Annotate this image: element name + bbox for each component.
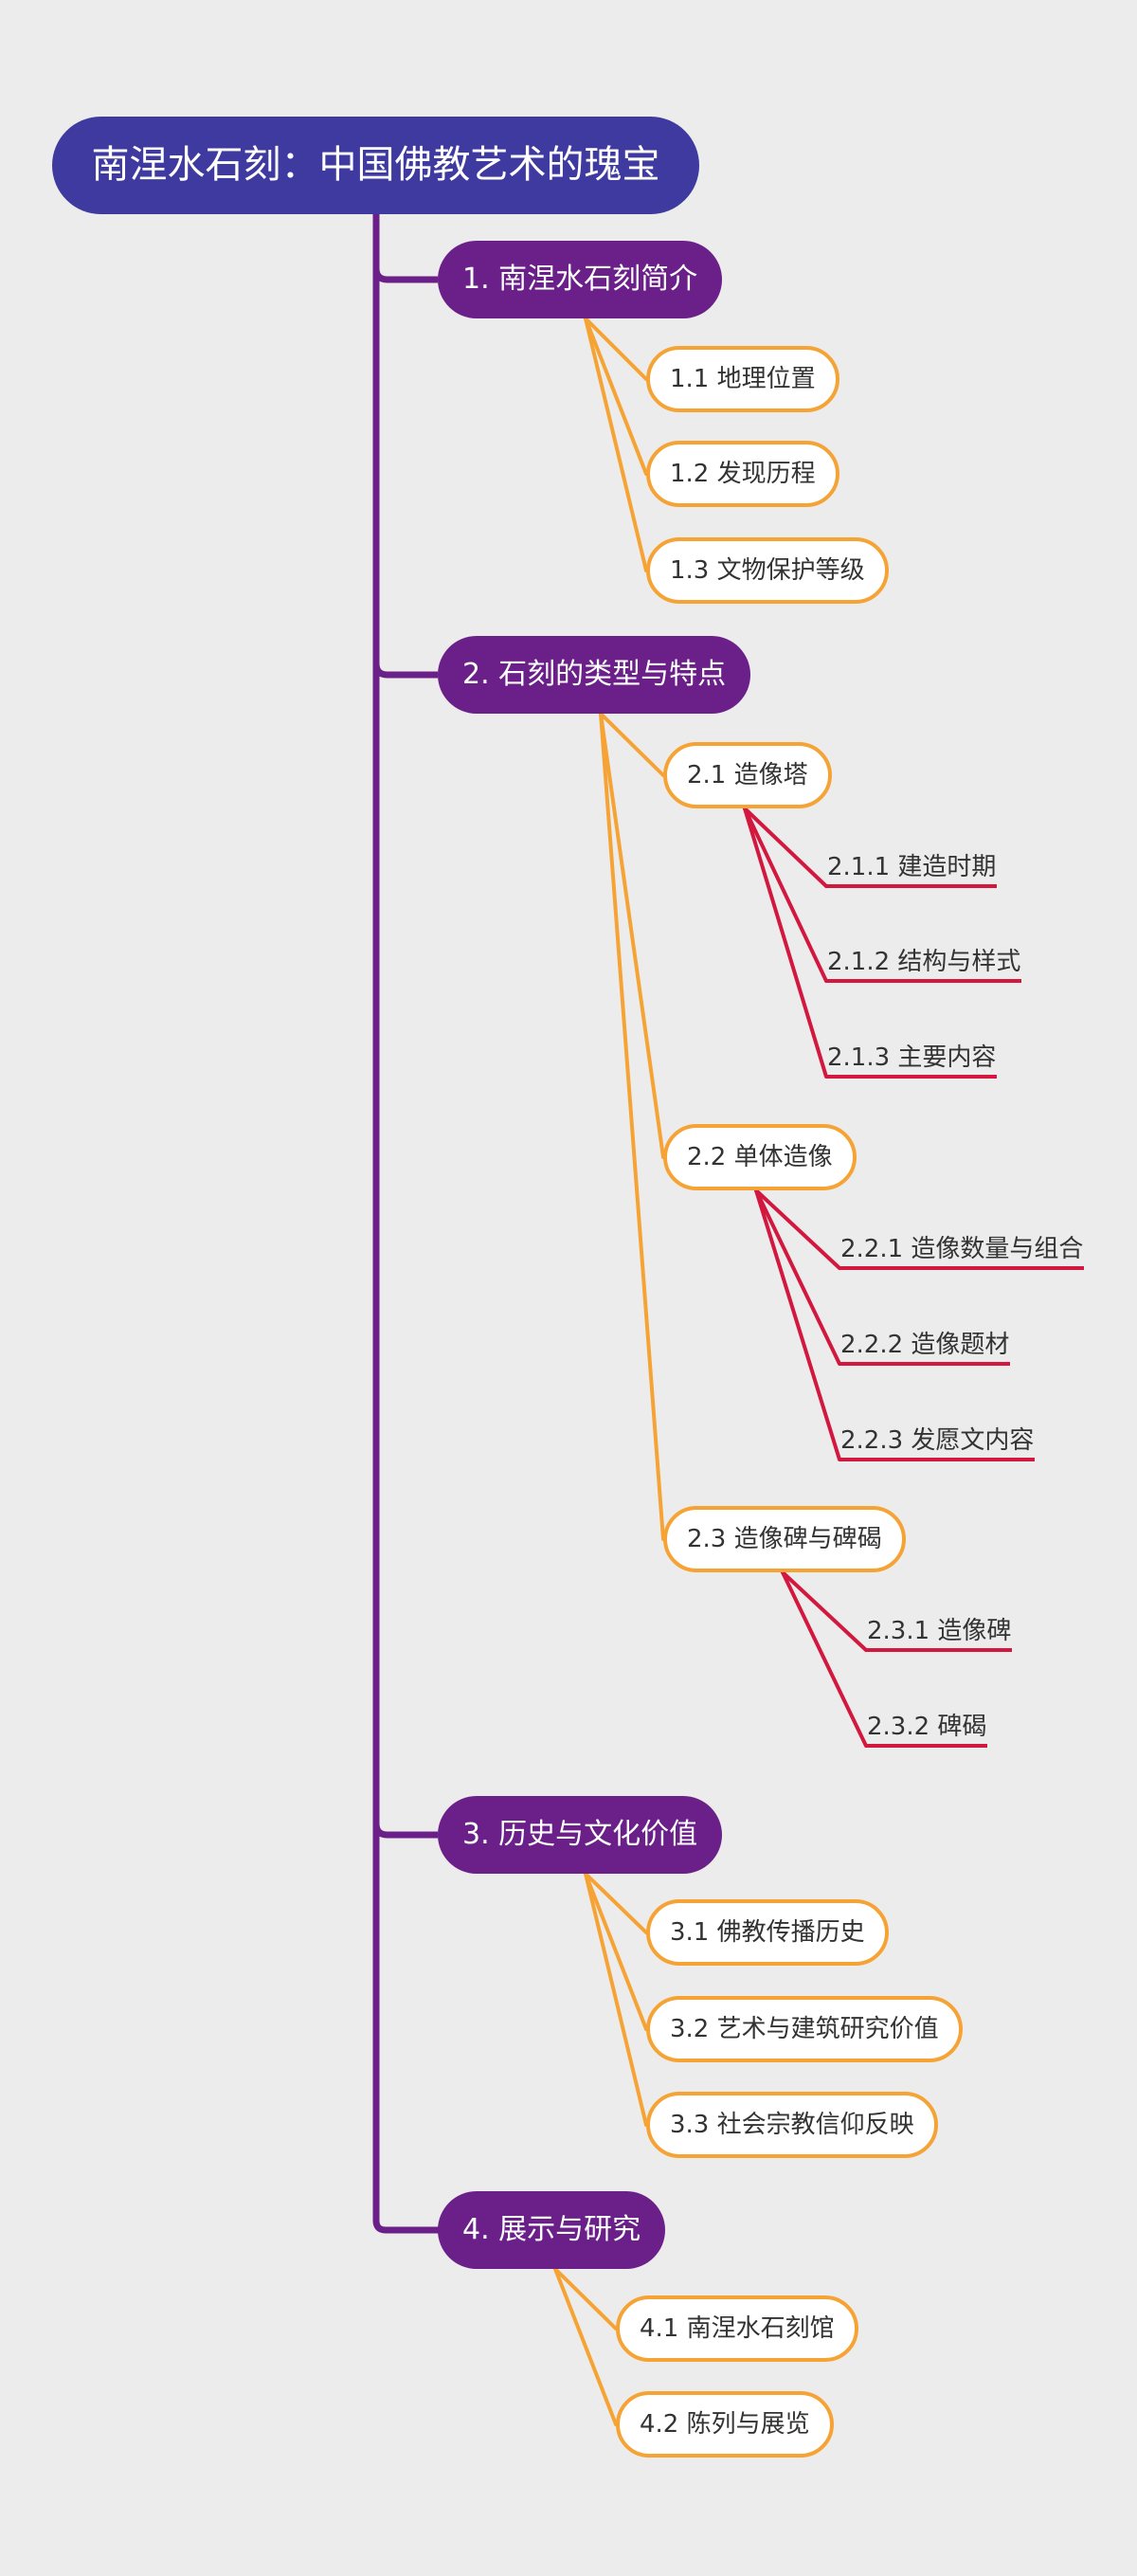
subtopic-1-2[interactable]: 1.2 发现历程 bbox=[646, 441, 839, 507]
leaf-branch-line bbox=[754, 1188, 841, 1366]
branch-line bbox=[584, 317, 648, 572]
trunk-branch-line bbox=[372, 267, 438, 283]
subtopic-3-3[interactable]: 3.3 社会宗教信仰反映 bbox=[646, 2092, 938, 2158]
subtopic-4-1[interactable]: 4.1 南涅水石刻馆 bbox=[616, 2295, 858, 2362]
leaf-branch-line bbox=[743, 807, 828, 1079]
leaf-branch-line bbox=[754, 1188, 841, 1461]
leaf-2-1-1[interactable]: 2.1.1 建造时期 bbox=[826, 850, 998, 888]
topic-section-2[interactable]: 2. 石刻的类型与特点 bbox=[438, 636, 751, 714]
subtopic-3-2[interactable]: 3.2 艺术与建筑研究价值 bbox=[646, 1996, 963, 2062]
trunk-branch-line bbox=[372, 1823, 438, 1839]
leaf-2-3-2[interactable]: 2.3.2 碑碣 bbox=[866, 1710, 988, 1748]
leaf-2-1-3[interactable]: 2.1.3 主要内容 bbox=[826, 1041, 998, 1079]
leaf-branch-line bbox=[781, 1570, 868, 1652]
subtopic-2-1[interactable]: 2.1 造像塔 bbox=[663, 742, 832, 808]
topic-section-4[interactable]: 4. 展示与研究 bbox=[438, 2191, 666, 2269]
leaf-2-2-2[interactable]: 2.2.2 造像题材 bbox=[839, 1328, 1011, 1366]
leaf-branch-line bbox=[754, 1188, 841, 1270]
branch-line bbox=[553, 2267, 618, 2331]
leaf-branch-line bbox=[781, 1570, 868, 1748]
subtopic-2-2[interactable]: 2.2 单体造像 bbox=[663, 1124, 857, 1190]
branch-line bbox=[584, 1872, 648, 2031]
subtopic-2-3[interactable]: 2.3 造像碑与碑碣 bbox=[663, 1506, 906, 1572]
branch-line bbox=[553, 2267, 618, 2426]
branch-line bbox=[599, 712, 665, 777]
subtopic-4-2[interactable]: 4.2 陈列与展览 bbox=[616, 2391, 834, 2458]
branch-line bbox=[599, 712, 665, 1541]
leaf-2-3-1[interactable]: 2.3.1 造像碑 bbox=[866, 1614, 1013, 1652]
trunk-line bbox=[372, 210, 442, 2234]
subtopic-3-1[interactable]: 3.1 佛教传播历史 bbox=[646, 1899, 889, 1966]
branch-line bbox=[584, 1872, 648, 1934]
branch-line bbox=[599, 712, 665, 1159]
branch-line bbox=[584, 317, 648, 476]
leaf-branch-line bbox=[743, 807, 828, 888]
trunk-branch-line bbox=[372, 662, 438, 679]
subtopic-1-3[interactable]: 1.3 文物保护等级 bbox=[646, 537, 889, 604]
topic-section-3[interactable]: 3. 历史与文化价值 bbox=[438, 1796, 723, 1874]
leaf-2-1-2[interactable]: 2.1.2 结构与样式 bbox=[826, 945, 1022, 983]
leaf-branch-line bbox=[743, 807, 828, 983]
root-topic[interactable]: 南涅水石刻：中国佛教艺术的瑰宝 bbox=[52, 117, 699, 214]
leaf-2-2-3[interactable]: 2.2.3 发愿文内容 bbox=[839, 1424, 1036, 1461]
leaf-2-2-1[interactable]: 2.2.1 造像数量与组合 bbox=[839, 1232, 1085, 1270]
subtopic-1-1[interactable]: 1.1 地理位置 bbox=[646, 346, 839, 412]
branch-line bbox=[584, 1872, 648, 2127]
branch-line bbox=[584, 317, 648, 381]
topic-section-1[interactable]: 1. 南涅水石刻简介 bbox=[438, 241, 723, 318]
